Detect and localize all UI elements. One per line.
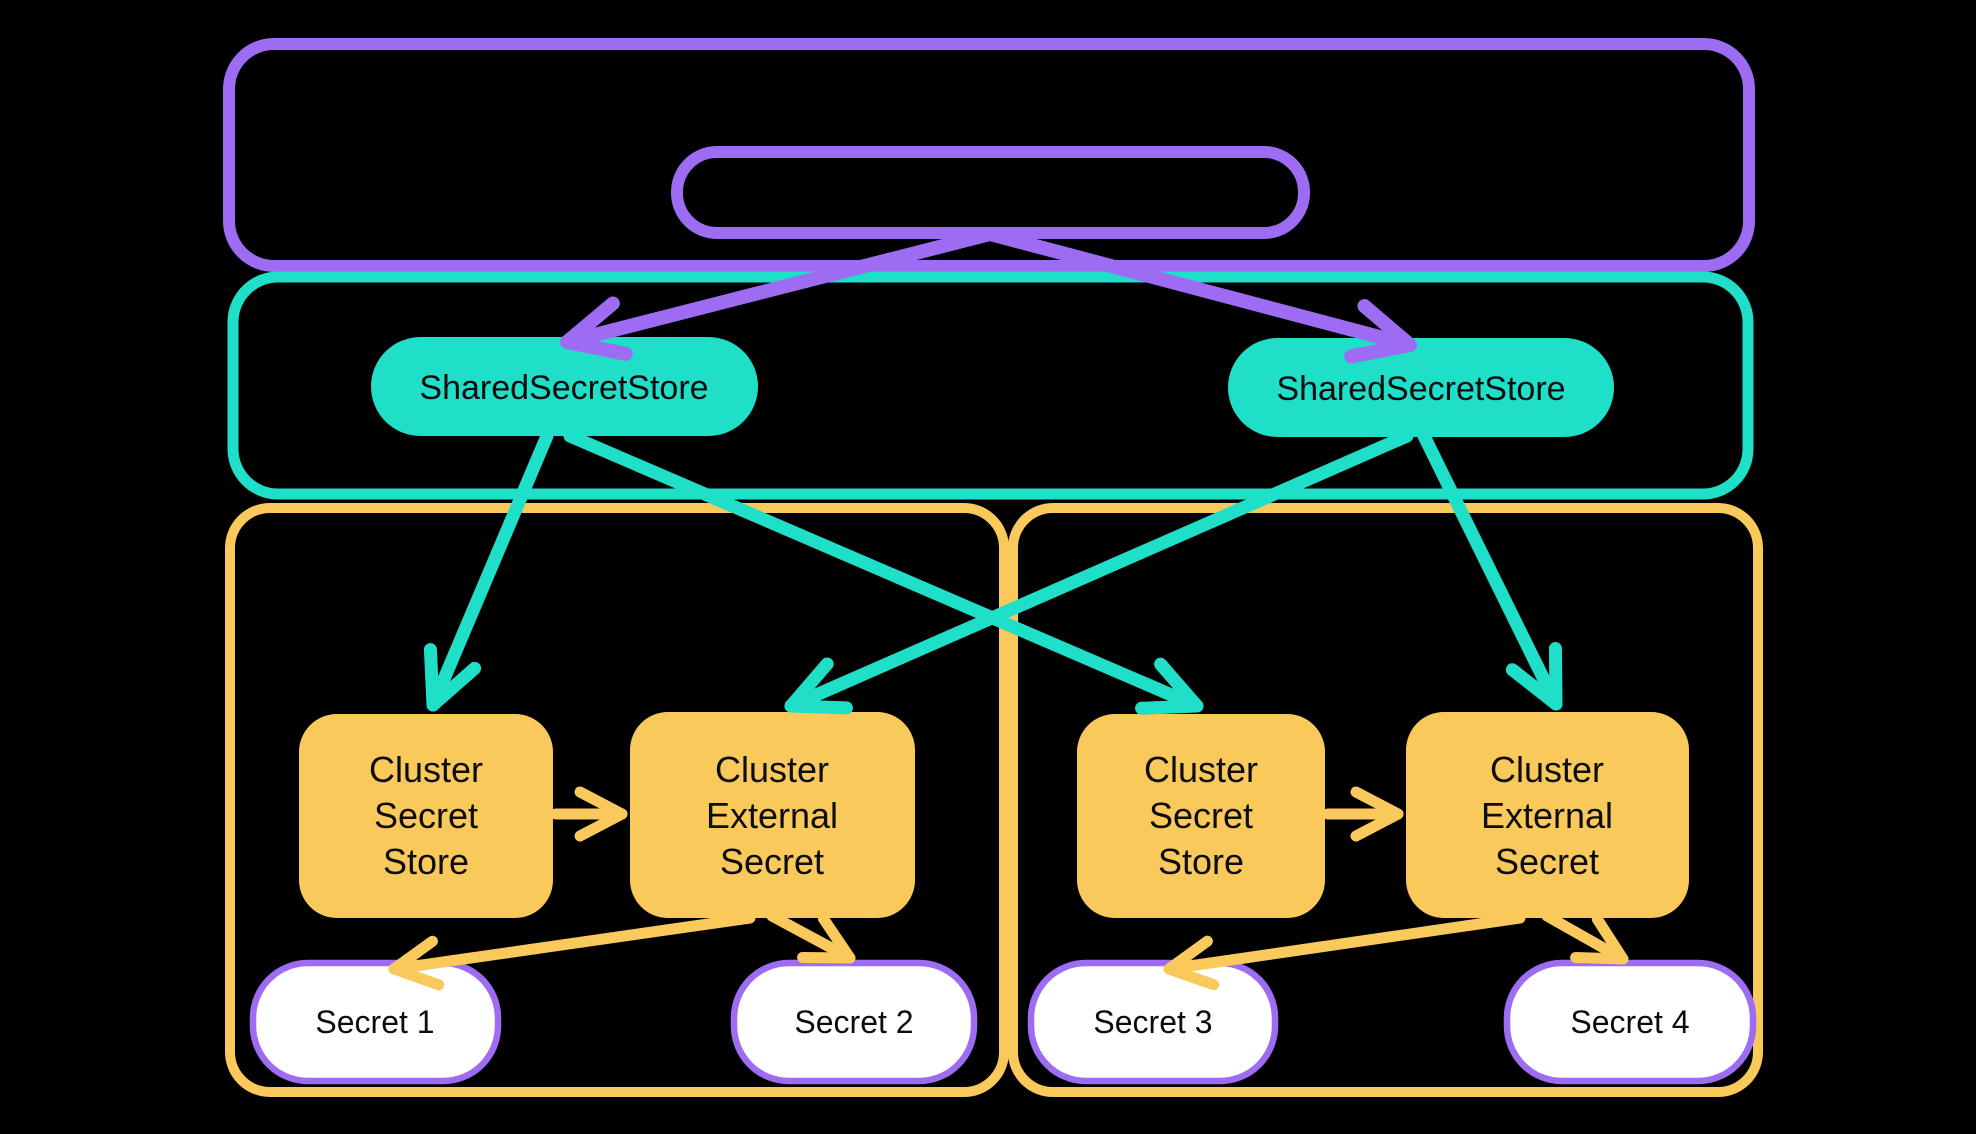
cluster-external-secret-left-line3: Secret [720, 841, 824, 882]
cluster-left-box [225, 503, 1009, 1097]
secret-1-node: Secret 1 [249, 959, 502, 1085]
secret-3-label: Secret 3 [1093, 1004, 1212, 1040]
shared-store-left-node: SharedSecretStore [371, 337, 758, 436]
cluster-external-secret-left-line2: External [706, 795, 838, 836]
cluster-secret-store-right-line1: Cluster [1144, 749, 1258, 790]
shared-store-right-label: SharedSecretStore [1276, 370, 1565, 408]
cluster-external-secret-right-line2: External [1481, 795, 1613, 836]
secret-4-node: Secret 4 [1503, 959, 1757, 1085]
shared-store-left-label: SharedSecretStore [419, 369, 708, 407]
top-inner-pill [671, 146, 1310, 239]
edge-top-to-shared-left [560, 227, 997, 361]
edge-shared-left-to-css-right [563, 429, 1204, 715]
cluster-secret-store-right-node: Cluster Secret Store [1077, 714, 1325, 918]
control-plane-box [223, 38, 1755, 272]
cluster-secret-store-left-line1: Cluster [369, 749, 483, 790]
edge-top-to-shared-right [983, 227, 1417, 364]
secret-2-label: Secret 2 [794, 1004, 913, 1040]
secret-2-node: Secret 2 [730, 959, 978, 1085]
edge-ces-left-to-secret-1 [388, 912, 756, 991]
cluster-secret-store-right-line3: Store [1158, 841, 1244, 882]
cluster-right-box [1008, 503, 1763, 1097]
shared-store-layer-box [227, 271, 1754, 500]
edge-ces-left-to-secret-2 [766, 910, 856, 964]
cluster-external-secret-right-line1: Cluster [1490, 749, 1604, 790]
edge-shared-right-to-ces-left [784, 429, 1414, 715]
edge-shared-left-to-css-left [423, 429, 554, 712]
edge-ces-right-to-secret-3 [1163, 912, 1526, 991]
secret-1-label: Secret 1 [315, 1004, 434, 1040]
edge-shared-right-to-ces-right [1417, 429, 1563, 711]
secret-3-node: Secret 3 [1027, 959, 1279, 1085]
secret-4-label: Secret 4 [1570, 1004, 1689, 1040]
cluster-secret-store-right-line2: Secret [1149, 795, 1253, 836]
cluster-external-secret-right-line3: Secret [1495, 841, 1599, 882]
cluster-secret-store-left-line2: Secret [374, 795, 478, 836]
shared-store-right-node: SharedSecretStore [1228, 338, 1614, 437]
cluster-external-secret-left-line1: Cluster [715, 749, 829, 790]
cluster-external-secret-right-node: Cluster External Secret [1406, 712, 1689, 918]
cluster-secret-store-left-line3: Store [383, 841, 469, 882]
cluster-external-secret-left-node: Cluster External Secret [630, 712, 915, 918]
cluster-secret-store-left-node: Cluster Secret Store [299, 714, 553, 918]
edge-ces-right-to-secret-4 [1541, 910, 1629, 965]
